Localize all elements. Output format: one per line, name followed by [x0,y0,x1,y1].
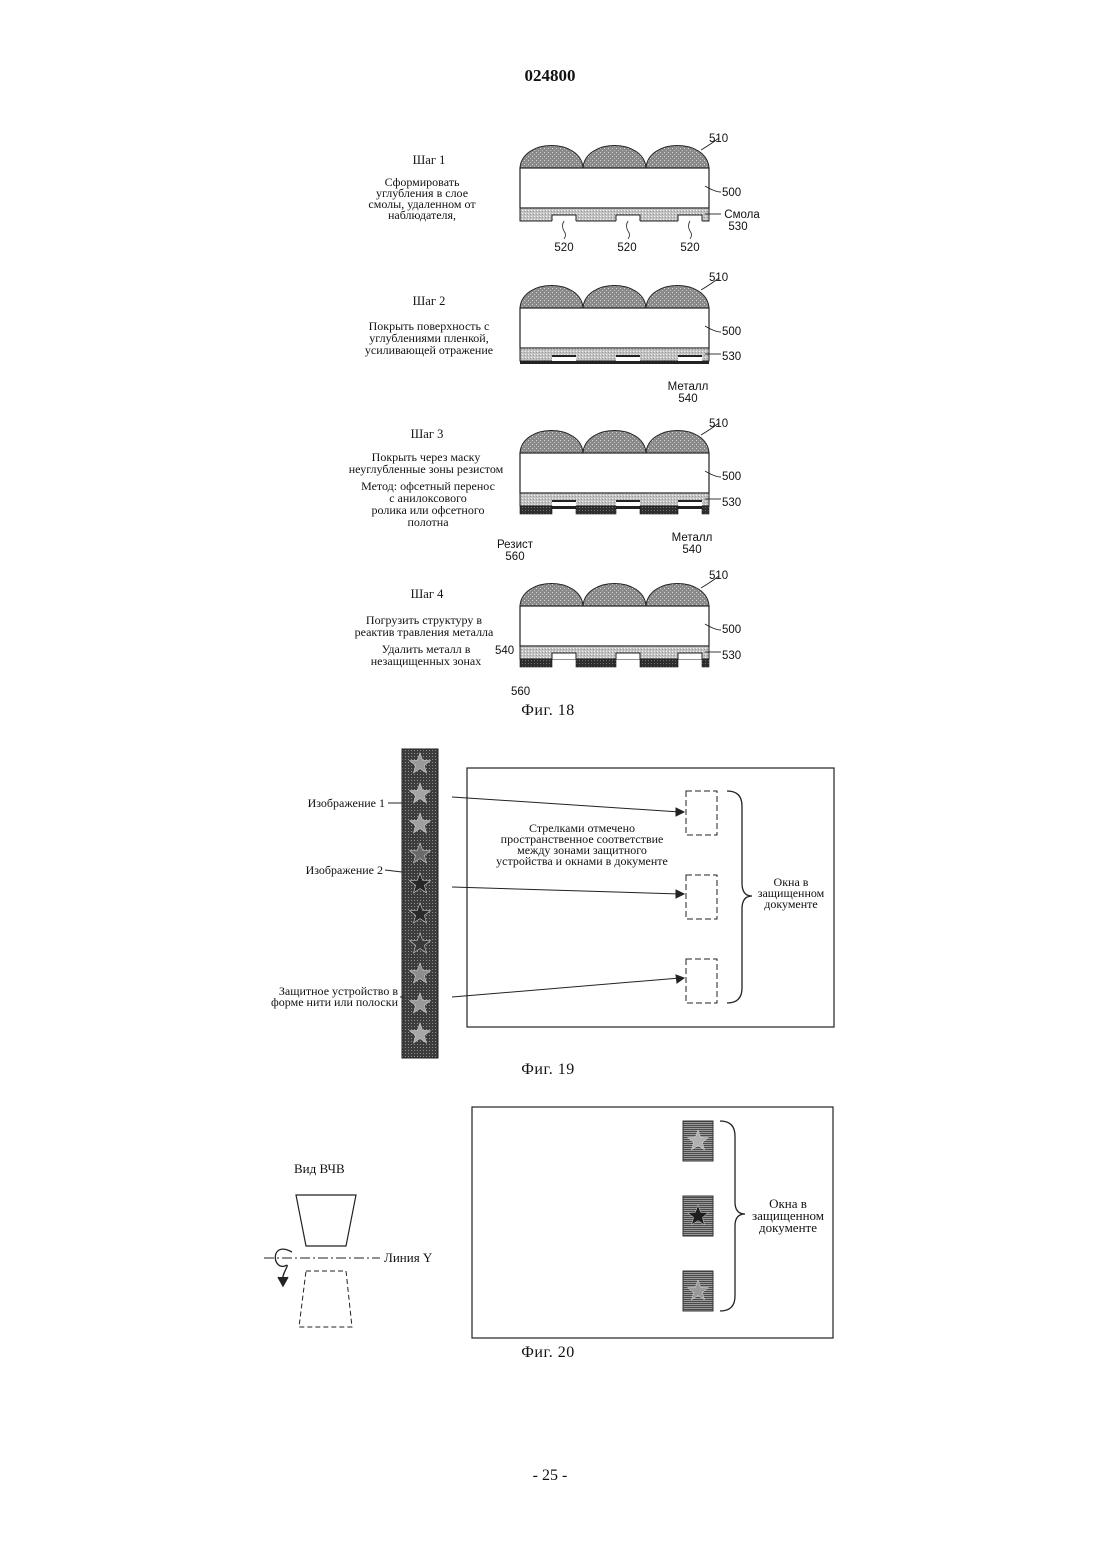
label-500-s1: 500 [722,187,741,200]
structure-step-4 [520,576,721,667]
fig19-caption: Фиг. 19 [521,1062,574,1079]
view-label: Вид ВЧВ [294,1162,345,1176]
label-530-s4: 530 [722,650,741,663]
device-label-line-2: форме нити или полоски [271,996,398,1009]
step-1-line-4: наблюдателя, [388,209,456,222]
structure-step-2 [520,278,721,364]
lens-3-3 [646,431,709,454]
metal-coat-2 [520,361,709,364]
lens-1-1 [520,146,583,169]
document-window-1 [686,791,717,835]
image-2-label: Изображение 2 [306,864,383,877]
label-540-s3: 540 [682,544,701,557]
resist-block-4-3 [640,659,678,667]
label-510-s2: 510 [709,272,728,285]
resist-block-3-2 [576,506,616,514]
label-510-s3: 510 [709,418,728,431]
windows-brace-2 [720,1121,745,1311]
lens-2-3 [646,286,709,309]
label-530-s2: 530 [722,351,741,364]
fig20-graphics [264,1107,833,1338]
label-560-s3: 560 [505,551,524,564]
structure-step-1 [520,138,721,239]
lens-2-1 [520,286,583,309]
label-520-c: 520 [680,242,699,255]
document-window-2 [686,875,717,919]
resist-block-4-2 [576,659,616,667]
structure-step-3 [520,423,721,514]
viewer-trapezoid [296,1195,356,1246]
label-530-s3: 530 [722,497,741,510]
substrate-4 [520,606,709,646]
step-2-title: Шаг 2 [413,295,446,308]
windows-label-1-line-3: документе [764,898,818,911]
image-1-label: Изображение 1 [308,797,385,810]
lens-2-2 [583,286,646,309]
label-510-s1: 510 [709,133,728,146]
fig18-caption: Фиг. 18 [521,703,574,720]
resist-block-3-4 [702,506,709,514]
resist-block-3-1 [520,506,552,514]
step-3-title: Шаг 3 [411,428,444,441]
step-3-line-2: неуглубленные зоны резистом [349,463,504,476]
lens-1-3 [646,146,709,169]
step-1-title: Шаг 1 [413,154,446,167]
label-530-s1: 530 [728,221,747,234]
windows-label-2-line-3: документе [759,1221,817,1235]
lens-3-2 [583,431,646,454]
step-4-title: Шаг 4 [411,588,444,601]
label-510-s4: 510 [709,570,728,583]
note-line-4: устройства и окнами в документе [496,855,668,868]
label-540-s2: 540 [678,393,697,406]
resist-block-4-1 [520,659,552,667]
step-4-line-4: незащищенных зонах [371,655,482,668]
resist-block-3-3 [640,506,678,514]
step-2-line-3: усиливающей отражение [365,344,493,357]
label-520-b: 520 [617,242,636,255]
lens-4-1 [520,584,583,607]
substrate-2 [520,308,709,348]
label-500-s3: 500 [722,471,741,484]
resist-block-4-4 [702,659,709,667]
fig20-caption: Фиг. 20 [521,1345,574,1362]
lens-1-2 [583,146,646,169]
lens-3-1 [520,431,583,454]
lens-4-3 [646,584,709,607]
mirrored-trapezoid [299,1271,352,1327]
step-4-line-2: реактив травления металла [355,626,494,639]
line-y-label: Линия Y [384,1251,432,1265]
substrate-1 [520,168,709,208]
step-3-line-6: полотна [407,516,448,529]
rotation-arrow-icon [275,1249,292,1286]
lens-4-2 [583,584,646,607]
label-520-a: 520 [554,242,573,255]
label-560-s4: 560 [511,686,530,699]
document-window-3 [686,959,717,1003]
label-540-s4: 540 [495,645,514,658]
label-500-s2: 500 [722,326,741,339]
label-500-s4: 500 [722,624,741,637]
substrate-3 [520,453,709,493]
windows-brace [727,791,752,1003]
